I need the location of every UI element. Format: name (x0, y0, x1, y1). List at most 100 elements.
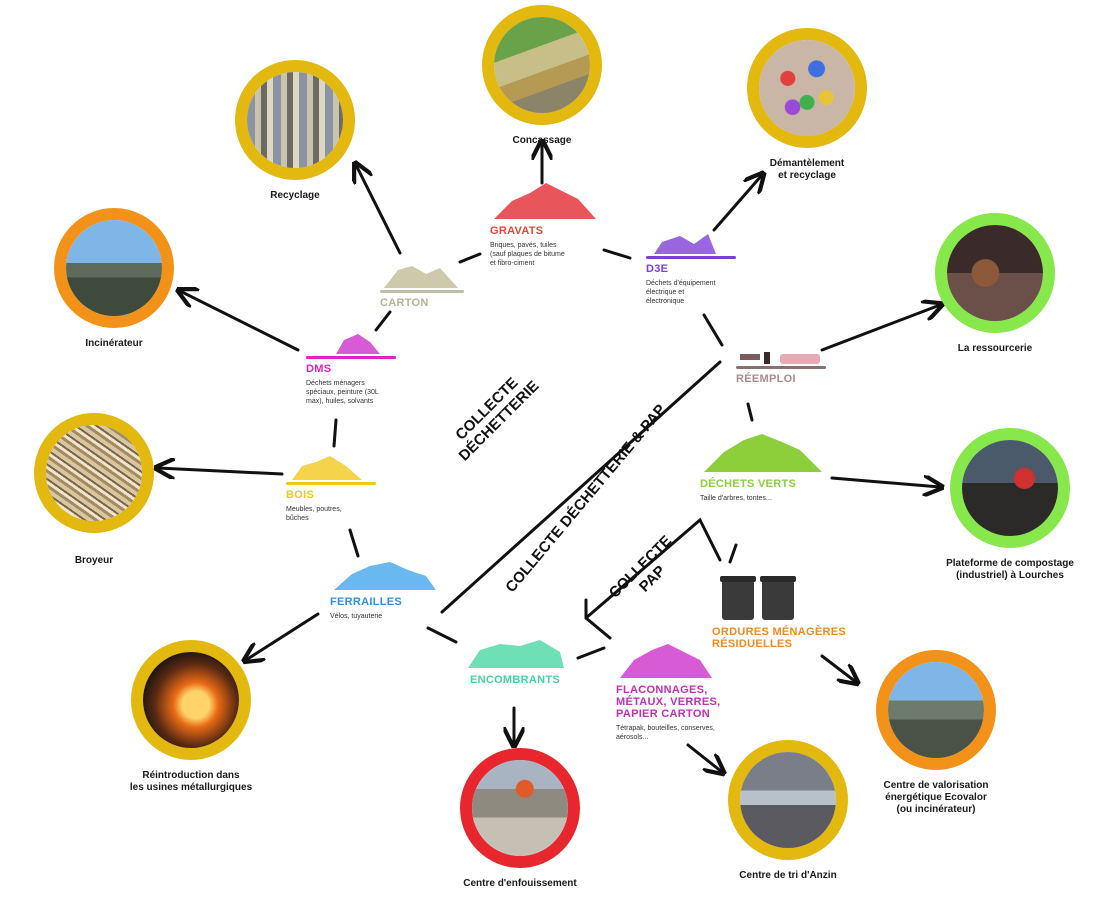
source-encombrants: ENCOMBRANTS (460, 636, 570, 686)
arrow-ferrailles-metallurgie (246, 612, 320, 660)
dechets-verts-pile-icon (700, 428, 830, 474)
ferrailles-desc: Vélos, tuyauterie (330, 613, 383, 620)
arrow-reemploi-ressourcerie (820, 305, 940, 352)
source-flaconnages: FLACONNAGES, MÉTAUX, VERRES, PAPIER CART… (616, 640, 746, 742)
broyeur-image (34, 413, 154, 533)
encombrants-pile-icon (460, 636, 570, 670)
dms-pile-icon (306, 330, 396, 356)
dest-tri-label: Centre de tri d'Anzin (739, 870, 837, 881)
dest-enfouissement: Centre d'enfouissement (445, 748, 595, 890)
dest-metallurgie: Réintroduction dans les usines métallurg… (126, 640, 256, 794)
d3e-name: D3E (646, 263, 669, 275)
source-d3e: D3E Déchets d'équipement électrique et é… (646, 228, 736, 306)
d3e-desc: Déchets d'équipement électrique et élect… (646, 280, 716, 305)
tri-image (728, 740, 848, 860)
carton-pile-icon (380, 256, 464, 290)
om-name: ORDURES MÉNAGÈRES RÉSIDUELLES (712, 626, 847, 650)
dest-concassage-label: Concassage (512, 135, 572, 146)
perimeter-dash (576, 646, 606, 660)
flaconnages-desc: Tétrapak, bouteilles, conserves, aérosol… (616, 725, 715, 741)
compostage-image (950, 428, 1070, 548)
dest-incinerateur: Incinérateur (54, 208, 174, 350)
dechets-verts-name: DÉCHETS VERTS (700, 478, 797, 490)
dest-ecovalor-label: Centre de valorisation énergétique Ecova… (883, 780, 989, 815)
arrow-verts-compostage (830, 478, 940, 487)
concassage-image (482, 5, 602, 125)
incinerateur-image (54, 208, 174, 328)
dest-demantelement: Démantèlement et recyclage (747, 28, 867, 182)
ferrailles-pile-icon (330, 558, 440, 592)
reemploi-bar (736, 366, 826, 369)
gravats-pile-icon (490, 183, 600, 221)
dest-recyclage: Recyclage (235, 60, 355, 202)
gravats-name: GRAVATS (490, 225, 544, 237)
dest-incinerateur-label: Incinérateur (85, 338, 143, 349)
arrow-flaconnages-tri (686, 743, 722, 772)
dest-concassage: Concassage (482, 5, 602, 147)
ferrailles-name: FERRAILLES (330, 596, 403, 608)
dest-broyeur: Broyeur (34, 413, 154, 567)
bins-icon (712, 572, 862, 622)
perimeter-dash (602, 248, 632, 260)
dest-broyeur-label: Broyeur (74, 555, 114, 566)
perimeter-dash (426, 626, 458, 644)
d3e-bar (646, 256, 736, 259)
source-om: ORDURES MÉNAGÈRES RÉSIDUELLES (712, 572, 862, 650)
carton-bar (380, 290, 464, 293)
perimeter-dash (728, 543, 738, 564)
source-reemploi: RÉEMPLOI (736, 350, 826, 385)
dms-bar (306, 356, 396, 359)
metallurgie-image (131, 640, 251, 760)
dms-desc: Déchets ménagers spéciaux, peinture (30L… (306, 380, 379, 405)
gravats-desc: Briques, pavés, tuiles (sauf plaques de … (490, 242, 565, 267)
perimeter-dash (348, 528, 360, 558)
carton-name: CARTON (380, 297, 429, 309)
perimeter-dash (332, 418, 338, 448)
bois-pile-icon (286, 452, 376, 482)
dest-ecovalor: Centre de valorisation énergétique Ecova… (866, 650, 1006, 816)
arrow-d3e-demantelement (712, 175, 762, 232)
arrow-carton-recyclage (356, 165, 402, 255)
dest-ressourcerie-label: La ressourcerie (957, 343, 1033, 354)
perimeter-dash (746, 402, 754, 422)
arrow-bois-broyeur (158, 468, 284, 474)
source-dechets-verts: DÉCHETS VERTS Taille d'arbres, tontes... (700, 428, 830, 503)
demantelement-image (747, 28, 867, 148)
source-dms: DMS Déchets ménagers spéciaux, peinture … (306, 330, 396, 406)
source-carton: CARTON (380, 256, 464, 309)
source-ferrailles: FERRAILLES Vélos, tuyauterie (330, 558, 440, 621)
dest-compostage-label: Plateforme de compostage (industriel) à … (946, 558, 1074, 581)
pap-bracket (584, 598, 612, 640)
reemploi-name: RÉEMPLOI (736, 373, 796, 385)
dechets-verts-desc: Taille d'arbres, tontes... (700, 495, 772, 502)
arrow-dms-incinerateur (180, 291, 300, 352)
dest-recyclage-label: Recyclage (270, 190, 320, 201)
recyclage-image (235, 60, 355, 180)
dest-compostage: Plateforme de compostage (industriel) à … (940, 428, 1080, 582)
dest-enfouissement-label: Centre d'enfouissement (463, 878, 577, 889)
source-gravats: GRAVATS Briques, pavés, tuiles (sauf pla… (490, 183, 600, 268)
bois-name: BOIS (286, 489, 315, 501)
dms-name: DMS (306, 363, 332, 375)
bois-bar (286, 482, 376, 485)
bois-desc: Meubles, poutres, bûches (286, 506, 342, 522)
dest-metallurgie-label: Réintroduction dans les usines métallurg… (129, 770, 253, 793)
separator-line (440, 360, 722, 614)
dest-ressourcerie: La ressourcerie (935, 213, 1055, 355)
perimeter-dash (702, 313, 724, 347)
dest-demantelement-label: Démantèlement et recyclage (769, 158, 845, 181)
perimeter-dash (374, 310, 392, 332)
enfouissement-image (460, 748, 580, 868)
encombrants-name: ENCOMBRANTS (469, 674, 561, 686)
arrow-om-ecovalor (820, 654, 856, 682)
flaconnages-name: FLACONNAGES, MÉTAUX, VERRES, PAPIER CART… (616, 684, 721, 720)
dest-tri: Centre de tri d'Anzin (723, 740, 853, 882)
pap-bracket (584, 517, 722, 620)
ecovalor-image (876, 650, 996, 770)
flaconnages-pile-icon (616, 640, 746, 680)
source-bois: BOIS Meubles, poutres, bûches (286, 452, 376, 523)
ressourcerie-image (935, 213, 1055, 333)
d3e-pile-icon (646, 228, 736, 256)
